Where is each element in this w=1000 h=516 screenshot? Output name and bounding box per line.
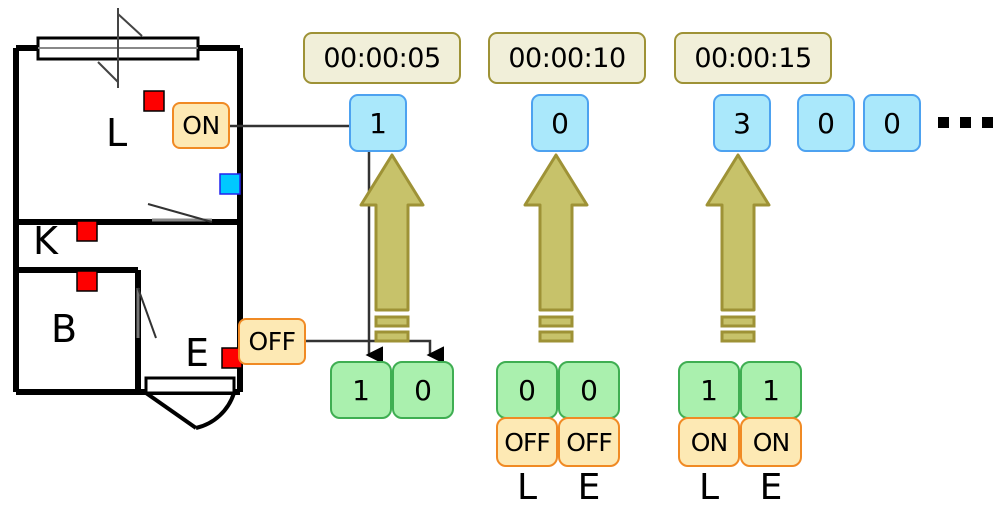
- device-label-g2-c1: L: [516, 467, 538, 508]
- device-label-g3-c2: E: [759, 467, 783, 508]
- motion-sensor-kitchen: [76, 220, 98, 242]
- room-label-living: L: [106, 111, 128, 155]
- floorplan: [13, 8, 243, 430]
- door-entrance: [144, 376, 236, 430]
- room-label-entrance: E: [185, 331, 210, 375]
- count-box-1[interactable]: 1: [349, 94, 407, 152]
- room-label-bath: B: [51, 307, 78, 351]
- event-state-g3-c2[interactable]: ON: [740, 417, 802, 467]
- event-value-g2-c2[interactable]: 0: [558, 361, 620, 419]
- window-top: [36, 8, 200, 88]
- event-value-g2-c1[interactable]: 0: [496, 361, 558, 419]
- state-badge-entrance[interactable]: OFF: [238, 318, 306, 365]
- timestamp-box-3[interactable]: 00:00:15: [674, 32, 832, 84]
- state-badge-living[interactable]: ON: [172, 102, 230, 149]
- motion-sensor-bath: [76, 270, 98, 292]
- motion-sensor-living: [143, 90, 165, 112]
- device-label-g2-c2: E: [577, 467, 601, 508]
- event-state-g2-c1[interactable]: OFF: [496, 417, 558, 467]
- aggregation-arrow-1: [359, 153, 425, 343]
- timestamp-box-2[interactable]: 00:00:10: [488, 32, 646, 84]
- room-label-kitchen: K: [33, 219, 58, 263]
- count-box-2[interactable]: 0: [531, 94, 589, 152]
- aggregation-arrow-3: [705, 153, 771, 343]
- connector-on: [230, 124, 383, 364]
- count-box-3[interactable]: 3: [713, 94, 771, 152]
- event-value-g3-c2[interactable]: 1: [740, 361, 802, 419]
- event-value-g1-c1[interactable]: 1: [330, 361, 392, 419]
- door-living-kitchen: [147, 203, 213, 223]
- event-value-g1-c2[interactable]: 0: [392, 361, 454, 419]
- timestamp-box-1[interactable]: 00:00:05: [303, 32, 461, 84]
- ellipsis-icon: [938, 117, 993, 128]
- door-sensor-living: [219, 173, 241, 195]
- connector-off: [306, 339, 444, 364]
- aggregation-arrow-2: [523, 153, 589, 343]
- event-state-g3-c1[interactable]: ON: [678, 417, 740, 467]
- count-box-5[interactable]: 0: [863, 94, 921, 152]
- event-value-g3-c1[interactable]: 1: [678, 361, 740, 419]
- event-state-g2-c2[interactable]: OFF: [558, 417, 620, 467]
- count-box-4[interactable]: 0: [797, 94, 855, 152]
- device-label-g3-c1: L: [698, 467, 720, 508]
- door-bath: [136, 287, 157, 339]
